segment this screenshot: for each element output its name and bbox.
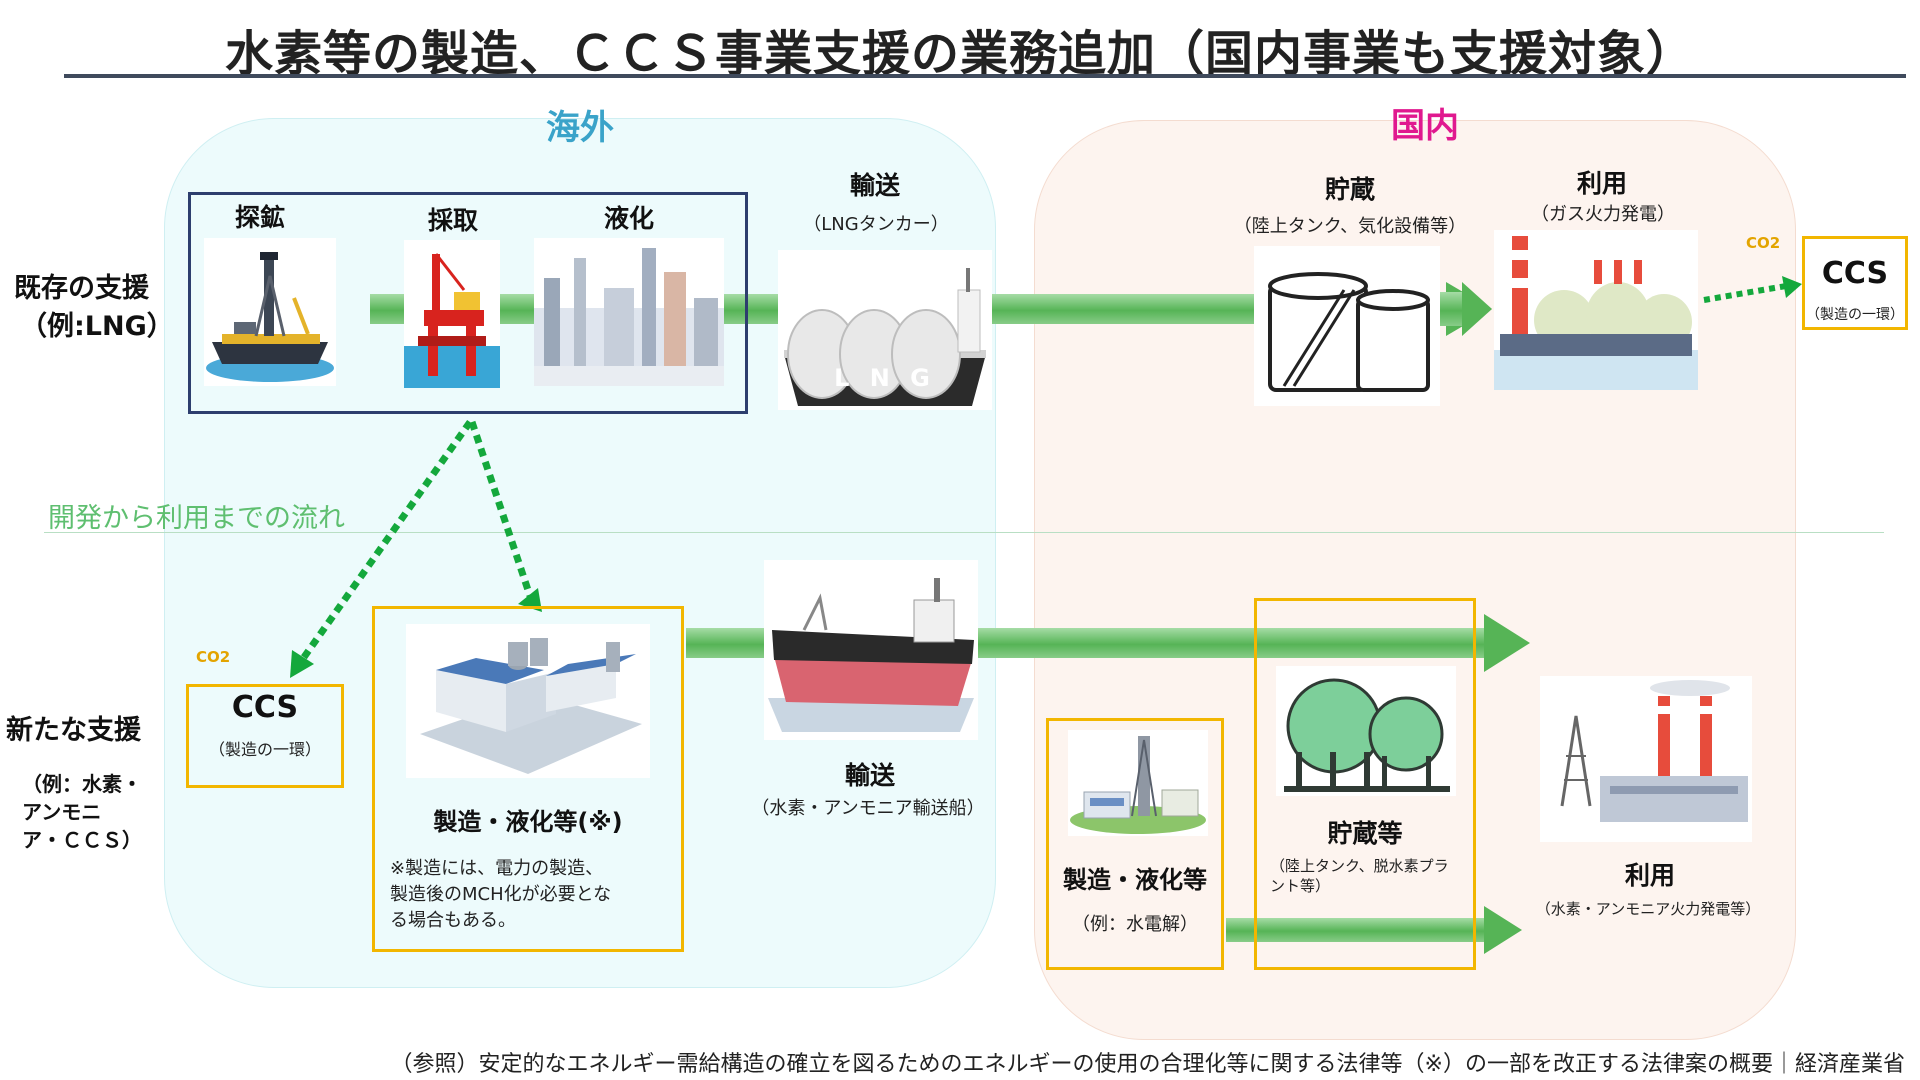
new-support-label: 新たな支援 bbox=[6, 715, 141, 746]
new-usage-sub: （水素・アンモニア火力発電等） bbox=[1535, 900, 1761, 918]
liquefaction-label: 液化 bbox=[603, 204, 654, 233]
overseas-label: 海外 bbox=[546, 108, 614, 148]
page-title: 水素等の製造、ＣＣＳ事業支援の業務追加（国内事業も支援対象） bbox=[224, 26, 1695, 82]
existing-transport-label: 輸送 bbox=[849, 171, 900, 200]
oil-rig-image bbox=[404, 240, 500, 388]
domestic-manufacture-box bbox=[1046, 718, 1224, 970]
source-footer: （参照）安定的なエネルギー需給構造の確立を図るためのエネルギーの使用の合理化等に… bbox=[390, 1052, 1905, 1077]
existing-ccs-sub: （製造の一環） bbox=[1806, 307, 1904, 323]
hydrogen-carrier-ship-image bbox=[764, 560, 978, 740]
hydrogen-power-plant-image bbox=[1540, 676, 1752, 842]
spherical-tank-image bbox=[1276, 666, 1456, 796]
storage-to-usage-arrowhead bbox=[1462, 282, 1492, 336]
storage-to-usage-arrow bbox=[1440, 292, 1464, 326]
new-storage-title: 貯蔵等 bbox=[1327, 819, 1403, 848]
liquefaction-plant-image bbox=[534, 238, 724, 386]
new-transport-label: 輸送 bbox=[844, 761, 895, 790]
new-manufacture-note: ※製造には、電力の製造、 製造後のMCH化が必要とな る場合もある。 bbox=[390, 858, 612, 931]
new-storage-box bbox=[1254, 598, 1476, 970]
domestic-lower-arrowhead bbox=[1484, 906, 1522, 954]
new-ccs-box bbox=[186, 684, 344, 788]
title-underline bbox=[64, 74, 1906, 78]
new-transport-sub: （水素・アンモニア輸送船） bbox=[751, 798, 985, 819]
existing-co2-dotted-arrow bbox=[1703, 276, 1802, 303]
upstream-group-box bbox=[188, 192, 748, 414]
new-manufacture-title: 製造・液化等(※) bbox=[433, 808, 623, 836]
new-co2-label: CO2 bbox=[196, 648, 231, 666]
lng-hull-text: L N G bbox=[834, 364, 936, 392]
domestic-lower-arrow bbox=[1226, 918, 1486, 942]
new-usage-label: 利用 bbox=[1624, 861, 1675, 890]
domestic-label: 国内 bbox=[1391, 106, 1459, 146]
new-ccs-sub: （製造の一環） bbox=[208, 740, 321, 759]
existing-storage-sub: （陸上タンク、気化設備等） bbox=[1233, 216, 1467, 237]
factory-image bbox=[406, 624, 650, 778]
gas-power-plant-image bbox=[1494, 230, 1698, 390]
existing-usage-sub: （ガス火力発電） bbox=[1531, 204, 1675, 225]
new-manufacture-box bbox=[372, 606, 684, 952]
flow-label: 開発から利用までの流れ bbox=[48, 503, 345, 534]
new-ccs-title: CCS bbox=[231, 690, 299, 725]
existing-support-label: 既存の支援 （例:LNG） bbox=[14, 273, 174, 342]
exploration-label: 探鉱 bbox=[234, 203, 285, 232]
existing-co2-label: CO2 bbox=[1746, 234, 1781, 252]
existing-usage-label: 利用 bbox=[1576, 169, 1627, 198]
flow-divider bbox=[44, 532, 1884, 533]
new-storage-sub: （陸上タンク、脱水素プラ ント等） bbox=[1270, 857, 1449, 895]
existing-storage-label: 貯蔵 bbox=[1324, 175, 1375, 204]
existing-transport-sub: （LNGタンカー） bbox=[803, 214, 949, 235]
electrolysis-plant-image bbox=[1068, 730, 1208, 836]
drillship-image bbox=[204, 238, 336, 386]
new-support-examples: （例：水素・ アンモニ ア・ＣＣＳ） bbox=[22, 772, 142, 852]
existing-ccs-box bbox=[1802, 236, 1908, 330]
lng-storage-tank-image bbox=[1254, 246, 1440, 406]
lng-tanker-image bbox=[778, 250, 992, 410]
extraction-label: 採取 bbox=[427, 206, 478, 235]
existing-ccs-title: CCS bbox=[1821, 256, 1889, 291]
new-flow-arrowhead bbox=[1484, 614, 1530, 672]
domestic-manufacture-sub: （例：水電解） bbox=[1072, 914, 1198, 935]
domestic-manufacture-title: 製造・液化等 bbox=[1063, 866, 1207, 894]
